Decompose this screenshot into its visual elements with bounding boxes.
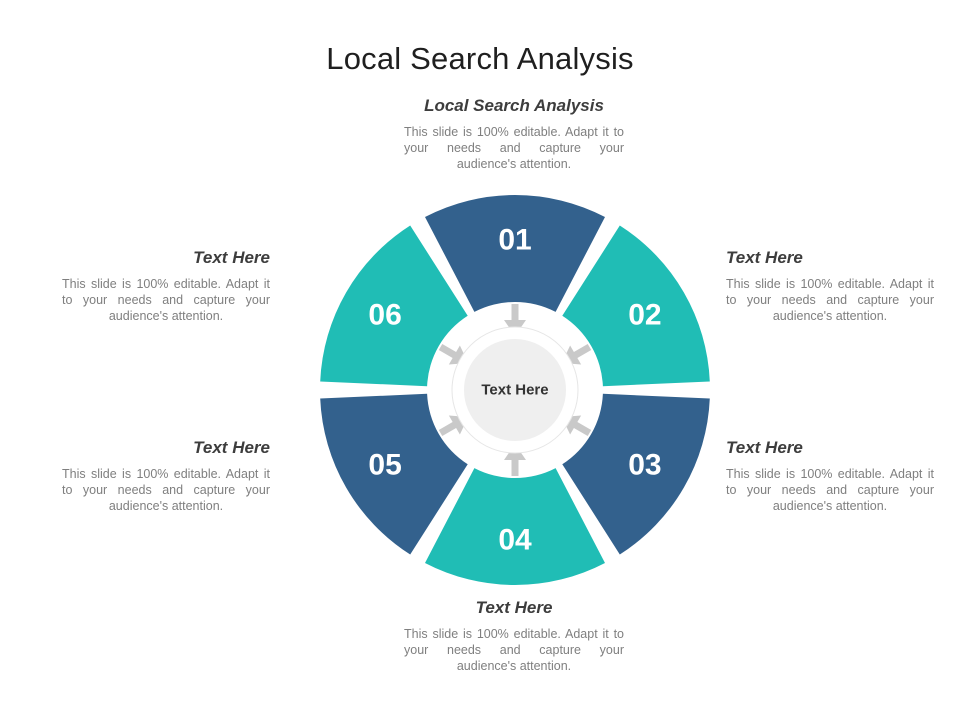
segment-06-heading: Text Here — [193, 248, 270, 267]
segment-04-heading: Text Here — [475, 598, 553, 617]
slide-title: Local Search Analysis — [326, 40, 634, 76]
circular-diagram: Text Here 01 02 03 04 05 06 — [295, 170, 735, 610]
segment-01-wedge — [425, 194, 605, 312]
segment-05-text-block: Text Here This slide is 100% editable. A… — [62, 438, 270, 514]
segment-03-description: This slide is 100% editable. Adapt it to… — [726, 467, 934, 513]
center-label: Text Here — [481, 382, 548, 399]
segment-02-description: This slide is 100% editable. Adapt it to… — [726, 277, 934, 323]
segment-01-description: This slide is 100% editable. Adapt it to… — [404, 125, 624, 171]
segment-01-text-block: Local Search Analysis This slide is 100%… — [404, 96, 624, 172]
segment-01-number: 01 — [498, 224, 531, 257]
segment-04-wedge — [425, 468, 605, 586]
segment-03-number: 03 — [628, 449, 661, 482]
segment-06-wedge — [320, 225, 468, 387]
segment-05-heading: Text Here — [193, 438, 270, 457]
segment-05-number: 05 — [368, 449, 401, 482]
segment-02-number: 02 — [628, 299, 661, 332]
segment-05-description: This slide is 100% editable. Adapt it to… — [62, 467, 270, 513]
segment-03-heading: Text Here — [726, 438, 803, 457]
segment-05-wedge — [320, 393, 468, 555]
segment-04-text-block: Text Here This slide is 100% editable. A… — [404, 598, 624, 674]
segment-02-wedge — [562, 225, 710, 387]
segment-02-text-block: Text Here This slide is 100% editable. A… — [726, 248, 934, 324]
segment-03-wedge — [562, 393, 710, 555]
segment-06-description: This slide is 100% editable. Adapt it to… — [62, 277, 270, 323]
segment-02-heading: Text Here — [726, 248, 803, 267]
diagram-svg: Text Here 01 02 03 04 05 06 — [320, 194, 710, 586]
segment-01-heading: Local Search Analysis — [424, 96, 604, 115]
segment-04-number: 04 — [498, 524, 532, 557]
center-circle — [464, 339, 566, 441]
segment-06-text-block: Text Here This slide is 100% editable. A… — [62, 248, 270, 324]
segment-03-text-block: Text Here This slide is 100% editable. A… — [726, 438, 934, 514]
segment-06-number: 06 — [368, 299, 401, 332]
segment-04-description: This slide is 100% editable. Adapt it to… — [404, 627, 624, 673]
